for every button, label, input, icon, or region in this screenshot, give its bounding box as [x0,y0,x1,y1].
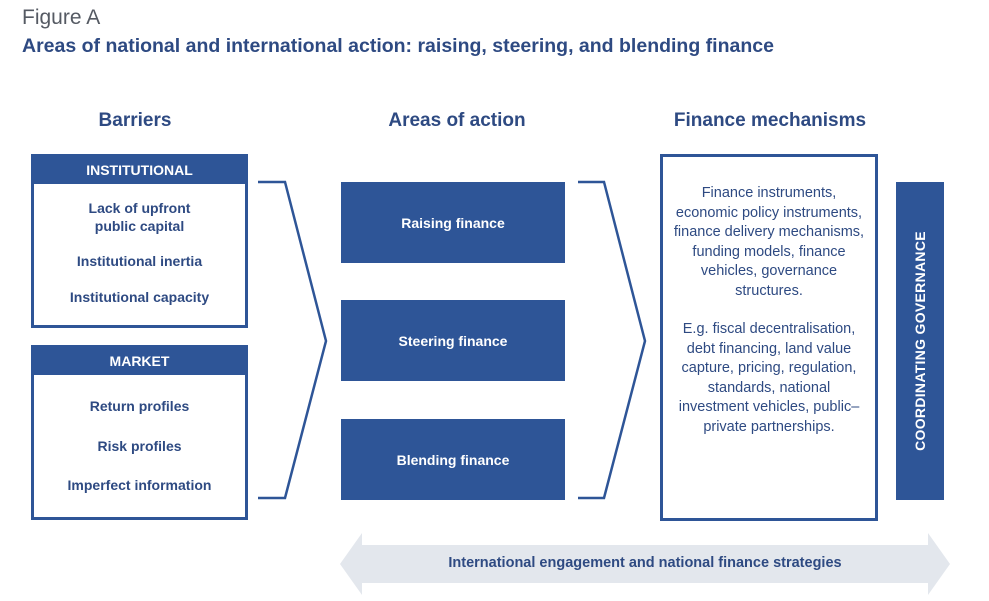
finance-mechanisms-list: Finance instruments, economic policy ins… [673,185,865,299]
column-heading-finance-mechanisms: Finance mechanisms [673,110,867,131]
figure-label: Figure A [22,6,101,29]
barrier-item-risk-profiles: Risk profiles [97,438,182,454]
barrier-item-return-profiles: Return profiles [89,398,190,414]
action-raising-finance: Raising finance [341,182,565,263]
finance-mechanisms-box: Finance instruments, economic policy ins… [660,154,878,521]
finance-mechanisms-examples: E.g. fiscal decentralisation, debt finan… [678,321,860,435]
column-heading-areas-of-action: Areas of action [388,110,526,131]
barrier-item-imperfect-information: Imperfect information [67,477,212,493]
barrier-item-institutional-inertia: Institutional inertia [76,253,203,269]
bracket-arrow-barriers-to-actions [258,180,328,500]
double-headed-arrow-shape [340,533,950,595]
coordinating-governance-bar: COORDINATING GOVERNANCE [896,182,944,500]
column-heading-barriers: Barriers [98,110,172,131]
institutional-heading: INSTITUTIONAL [34,157,245,184]
institutional-barriers-box: INSTITUTIONAL Lack of upfront public cap… [31,154,248,328]
barrier-item-institutional-capacity: Institutional capacity [69,289,210,305]
action-steering-finance: Steering finance [341,300,565,381]
bracket-arrow-actions-to-finance [578,180,647,500]
bottom-arrow-label: International engagement and national fi… [448,555,842,571]
action-blending-finance: Blending finance [341,419,565,500]
market-barriers-box: MARKET Return profiles Risk profiles Imp… [31,345,248,520]
barrier-item-upfront-capital: Lack of upfront public capital [88,200,191,234]
figure-title: Areas of national and international acti… [22,35,774,57]
market-heading: MARKET [34,348,245,375]
